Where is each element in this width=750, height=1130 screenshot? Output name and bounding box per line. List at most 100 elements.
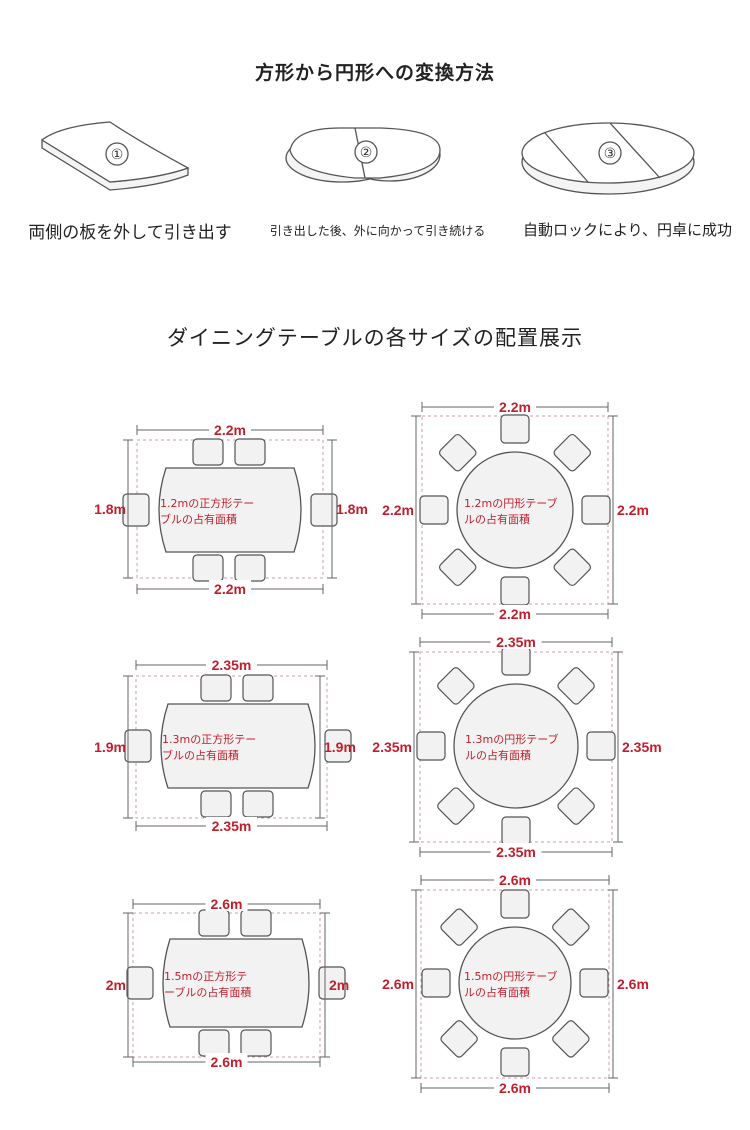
table-label-line2: ーブルの占有面積: [164, 985, 251, 999]
width-dim-bottom: 2.6m: [499, 1080, 531, 1096]
step-2-illustration: ②: [285, 127, 441, 183]
step-3-caption: 自動ロックにより、円卓に成功: [522, 221, 733, 239]
table-label-line2: ブルの占有面積: [160, 512, 237, 526]
chair: [552, 1020, 590, 1058]
width-dim-bottom-bg: [206, 817, 257, 833]
width-dim-top-bg: [490, 633, 542, 649]
chair: [500, 889, 530, 919]
width-dim-bottom-bg: [205, 1053, 248, 1069]
round-table: [453, 683, 579, 809]
table-label-line2: ブルの占有面積: [162, 748, 239, 762]
table-label-line1: 1.2mの円形テーブ: [464, 496, 558, 510]
conversion-title: 方形から円形への変換方法: [254, 62, 495, 84]
chair: [553, 548, 592, 587]
width-dim-top-bg: [209, 421, 251, 437]
table-label-line2: ルの占有面積: [465, 748, 531, 762]
chair: [579, 968, 609, 998]
table-label-line1: 1.3mの円形テーブ: [465, 732, 559, 746]
step-1-number: ①: [111, 147, 124, 163]
step-2-caption: 引き出した後、外に向かって引き続ける: [269, 224, 486, 238]
chair: [586, 731, 616, 761]
width-dim-top: 2.6m: [211, 896, 243, 912]
chair: [440, 908, 478, 946]
width-dim-top-bg: [205, 895, 248, 911]
width-dim-bottom-bg: [494, 1079, 536, 1095]
width-dim-bottom: 2.2m: [214, 581, 246, 597]
chair: [198, 1029, 230, 1057]
chair: [324, 729, 352, 763]
conversion-illustrations: ① ② ③: [40, 121, 695, 195]
depth-dim-right: 2.2m: [617, 502, 649, 518]
width-dim-bottom-bg: [494, 605, 536, 621]
depth-dim-right: 2.6m: [617, 976, 649, 992]
chair: [419, 495, 449, 525]
chair: [242, 790, 274, 818]
step-3-illustration: ③: [521, 122, 695, 195]
depth-dim-right: 2m: [329, 977, 349, 993]
chair: [124, 729, 152, 763]
width-dim-top: 2.35m: [496, 634, 536, 650]
round-table: [456, 451, 574, 569]
width-dim-top: 2.2m: [499, 399, 531, 415]
depth-dim-left: 2.6m: [382, 976, 414, 992]
depth-dim-left: 2.35m: [372, 739, 412, 755]
table-label-line1: 1.5mの正方形テ: [164, 969, 247, 983]
step-3-number: ③: [604, 146, 617, 162]
chair: [437, 667, 475, 705]
chair: [416, 731, 446, 761]
layouts-title: ダイニングテーブルの各サイズの配置展示: [166, 326, 584, 350]
chair: [438, 548, 477, 587]
width-dim-top-bg: [494, 398, 536, 414]
square-table: [158, 467, 302, 553]
chair: [438, 433, 477, 472]
step-1-caption: 両側の板を外して引き出す: [28, 223, 232, 243]
depth-dim-left: 2m: [106, 977, 126, 993]
table-label-line1: 1.5mの円形テーブ: [464, 969, 558, 983]
table-label-line2: ルの占有面積: [464, 512, 530, 526]
width-dim-top: 2.2m: [214, 422, 246, 438]
chair: [310, 493, 338, 527]
width-dim-bottom-bg: [209, 580, 251, 596]
chair: [126, 966, 154, 1000]
step-1-illustration: ①: [40, 121, 190, 191]
chair: [234, 554, 266, 582]
depth-dim-right: 2.35m: [622, 739, 662, 755]
width-dim-bottom: 2.2m: [499, 606, 531, 622]
chair: [198, 909, 230, 937]
square-table: [162, 938, 310, 1028]
chair: [501, 816, 531, 846]
chair: [122, 493, 150, 527]
depth-dim-left: 2.2m: [382, 502, 414, 518]
chair: [192, 554, 224, 582]
occupied-area: [420, 889, 610, 1079]
chair: [501, 646, 531, 676]
width-dim-bottom: 2.35m: [496, 844, 536, 860]
width-dim-bottom: 2.6m: [211, 1054, 243, 1070]
chair: [500, 1047, 530, 1077]
width-dim-top-bg: [206, 656, 257, 672]
square-table: [160, 703, 316, 789]
depth-dim-left: 1.8m: [94, 501, 126, 517]
depth-dim-left: 1.9m: [94, 739, 126, 755]
chair: [552, 908, 590, 946]
table-label-line2: ルの占有面積: [464, 985, 530, 999]
chair: [557, 787, 595, 825]
chair: [553, 433, 592, 472]
width-dim-bottom-bg: [490, 843, 542, 859]
chair: [437, 787, 475, 825]
chair: [500, 576, 530, 606]
chair: [242, 674, 274, 702]
chair: [557, 667, 595, 705]
width-dim-top: 2.35m: [212, 657, 252, 673]
table-label-line1: 1.2mの正方形テー: [160, 496, 254, 510]
chair: [421, 968, 451, 998]
step-2-number: ②: [360, 145, 373, 161]
chair: [200, 674, 232, 702]
chair: [240, 1029, 272, 1057]
